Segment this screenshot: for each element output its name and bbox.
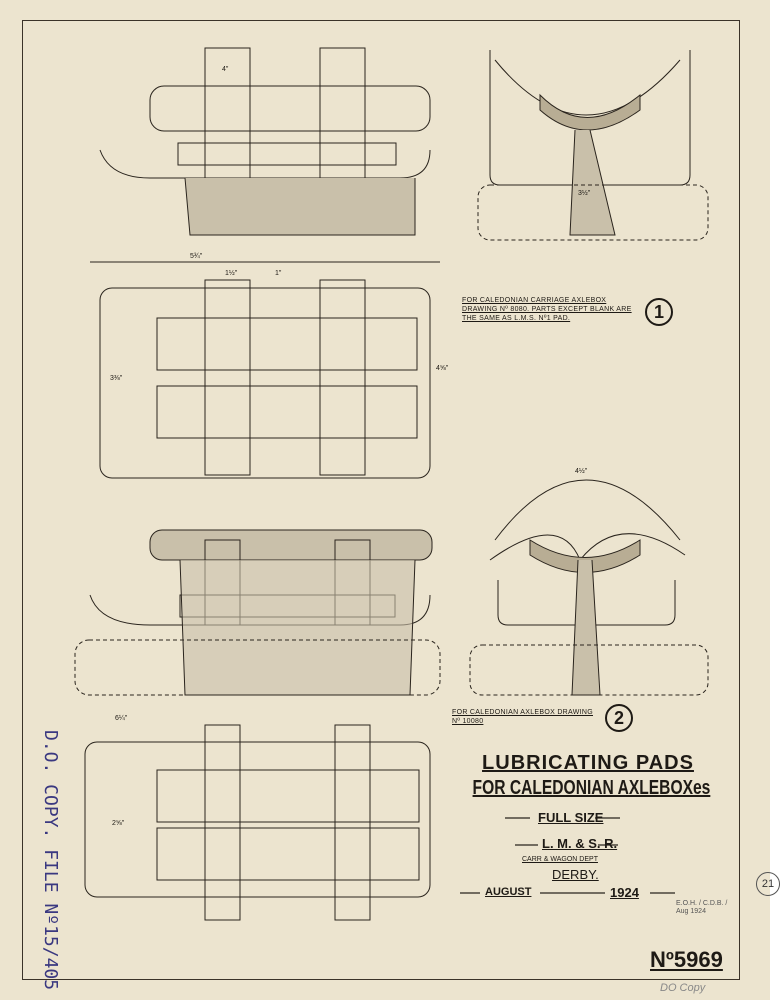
signatures: E.O.H. / C.D.B. / Aug 1924	[676, 900, 728, 915]
drawing-number: Nº5969	[650, 947, 723, 972]
pad1-marker: 1	[645, 298, 673, 326]
pad2-marker: 2	[605, 704, 633, 732]
title-rules	[460, 817, 675, 894]
pad1-elevation	[99, 47, 431, 236]
file-stamp: D.O. COPY. FILE Nº15/405	[40, 730, 61, 991]
drawing-border	[22, 20, 740, 980]
dimension-label: 4"	[222, 66, 229, 73]
pad1-plan	[90, 261, 440, 479]
sheet-mark: 21	[756, 872, 780, 896]
dimension-label: 6¼"	[115, 715, 128, 722]
dimension-label: 2⅝"	[112, 820, 125, 827]
year-label: 1924	[610, 885, 639, 900]
month-label: AUGUST	[485, 886, 532, 898]
pad1-section	[477, 50, 709, 241]
dimension-label: 1"	[275, 270, 282, 277]
dimension-label: 4½"	[575, 468, 588, 475]
dimension-label: 3⅜"	[110, 375, 123, 382]
dimension-label: 3½"	[578, 190, 591, 197]
dimension-label: 1½"	[225, 270, 238, 277]
location-label: DERBY.	[552, 867, 599, 882]
pad2-section	[469, 479, 709, 696]
pad2-plan	[84, 724, 431, 921]
pencil-note: DO Copy	[660, 982, 706, 994]
department-label: CARR & WAGON DEPT	[522, 856, 598, 863]
dimension-label: 5¾"	[190, 253, 203, 260]
pad2-elevation	[74, 529, 441, 696]
company-label: L. M. & S. R.	[542, 836, 618, 851]
dimension-label: 4⅝"	[436, 365, 449, 372]
title-line-2: FOR CALEDONIAN AXLEBOXes	[472, 777, 711, 799]
pad2-note: FOR CALEDONIAN AXLEBOX DRAWING Nº 10080	[452, 709, 593, 725]
title-line-1: LUBRICATING PADS	[482, 752, 694, 774]
scale-label: FULL SIZE	[538, 810, 604, 825]
pad1-note: FOR CALEDONIAN CARRIAGE AXLEBOX DRAWING …	[462, 297, 632, 322]
